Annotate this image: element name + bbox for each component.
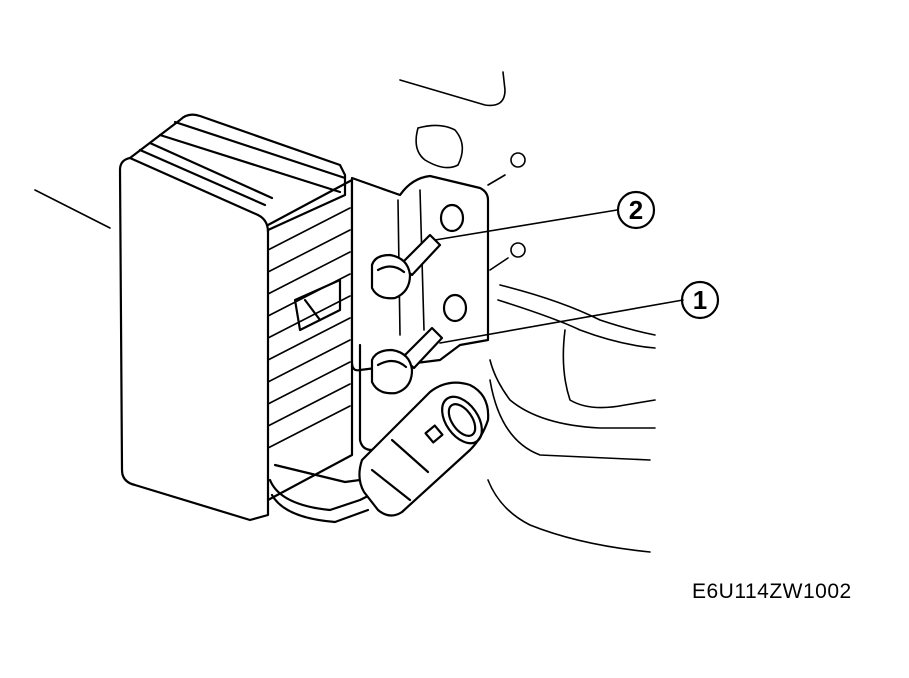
harness-connector [358, 381, 490, 517]
leader-line-1 [439, 299, 684, 344]
leader-line-2 [434, 209, 618, 241]
callout-1: 1 [680, 280, 720, 320]
callout-1-label: 1 [693, 285, 707, 315]
bolt-1 [370, 326, 444, 395]
figure-code: E6U114ZW1002 [692, 580, 852, 603]
callout-2: 2 [616, 190, 656, 230]
bolt-2 [370, 233, 442, 300]
callout-2-label: 2 [629, 195, 643, 225]
vehicle-body-lines [34, 71, 656, 553]
control-module [118, 113, 490, 522]
